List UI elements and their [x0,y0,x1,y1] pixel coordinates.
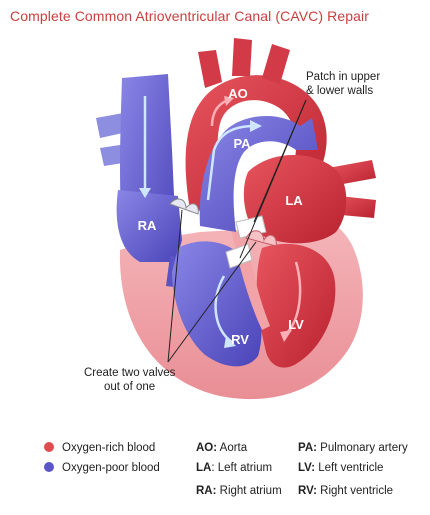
label-lv: LV [288,317,304,332]
legend-rv: RV: Right ventricle [298,485,393,497]
blue-dot-icon [44,462,54,472]
annotation-valves-line1: Create two valves [84,367,176,379]
legend-ra-text: Right atrium [219,485,282,497]
legend-lv-abbr: LV: [298,462,316,474]
legend-rv-abbr: RV: [298,485,317,497]
legend-lv: LV: Left ventricle [298,462,383,474]
flow-arrowheads-red [224,96,292,342]
annotation-valves-line2: out of one [104,381,155,393]
label-rv: RV [231,332,249,347]
legend-pa-abbr: PA: [298,442,317,454]
left-atrium [243,154,347,244]
legend-la: LA: Left atrium [196,462,272,474]
leader-lines [167,99,307,363]
label-ra: RA [138,218,157,233]
diagram-title: Complete Common Atrioventricular Canal (… [10,8,369,24]
flow-arrowheads [139,120,262,348]
legend-la-text: : Left atrium [211,462,273,474]
aorta-branch-1 [198,50,222,88]
legend: Oxygen-rich blood Oxygen-poor blood AO: … [0,430,430,515]
legend-pa: PA: Pulmonary artery [298,442,408,454]
legend-ao: AO: Aorta [196,442,247,454]
legend-ao-abbr: AO: [196,442,218,454]
aorta-branch-2 [232,38,252,76]
legend-oxygen-poor: Oxygen-poor blood [44,462,160,474]
valve-right [169,198,199,215]
valve-left [245,230,277,247]
annotation-patch-line1: Patch in upper [306,71,380,83]
legend-ra: RA: Right atrium [196,485,282,497]
aorta [185,75,327,212]
aorta-branch-3 [262,44,290,84]
label-pa: PA [233,136,251,151]
label-la: LA [285,193,303,208]
heart-diagram: AO PA LA RA RV LV Patch in upper & lower… [84,38,380,400]
legend-oxygen-rich: Oxygen-rich blood [44,442,155,454]
patch-lower [225,243,253,269]
annotation-patch-line2: & lower walls [306,85,373,97]
left-ventricle [256,243,336,368]
legend-la-abbr: LA [196,462,212,474]
legend-ao-text: Aorta [219,442,248,454]
legend-ra-abbr: RA: [196,485,217,497]
legend-rv-text: Right ventricle [320,485,394,497]
pulmonary-artery [199,115,318,232]
label-ao: AO [228,86,248,101]
legend-oxygen-poor-label: Oxygen-poor blood [62,462,160,474]
legend-oxygen-rich-label: Oxygen-rich blood [62,442,156,454]
right-atrium [116,190,182,262]
red-dot-icon [44,442,54,452]
legend-lv-text: Left ventricle [318,462,384,474]
legend-pa-text: Pulmonary artery [320,442,408,454]
